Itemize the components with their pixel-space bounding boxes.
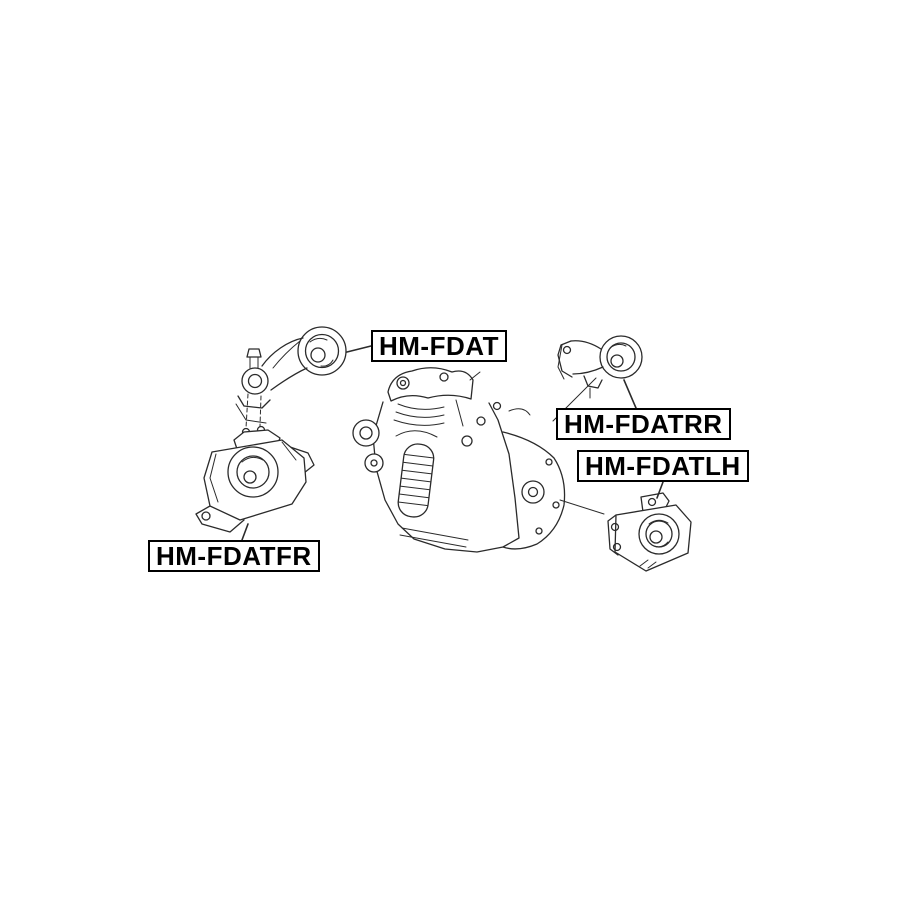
- engine-illustration: [352, 367, 605, 553]
- torque-rod-mount-illustration: [235, 326, 347, 429]
- part-label-front-mount: HM-FDATFR: [148, 540, 320, 572]
- leader-line-rear-mount: [623, 379, 637, 409]
- part-label-left-mount: HM-FDATLH: [577, 450, 749, 482]
- leader-line-left-mount: [656, 481, 664, 499]
- leader-line-torque-rod: [346, 345, 372, 353]
- front-mount-illustration: [195, 425, 315, 533]
- part-label-rear-mount: HM-FDATRR: [556, 408, 731, 440]
- leader-lines: [241, 345, 664, 541]
- left-mount-illustration: [607, 492, 692, 572]
- part-label-torque-rod-mount: HM-FDAT: [371, 330, 507, 362]
- leader-line-front-mount: [241, 523, 249, 541]
- rear-mount-illustration: [557, 335, 643, 399]
